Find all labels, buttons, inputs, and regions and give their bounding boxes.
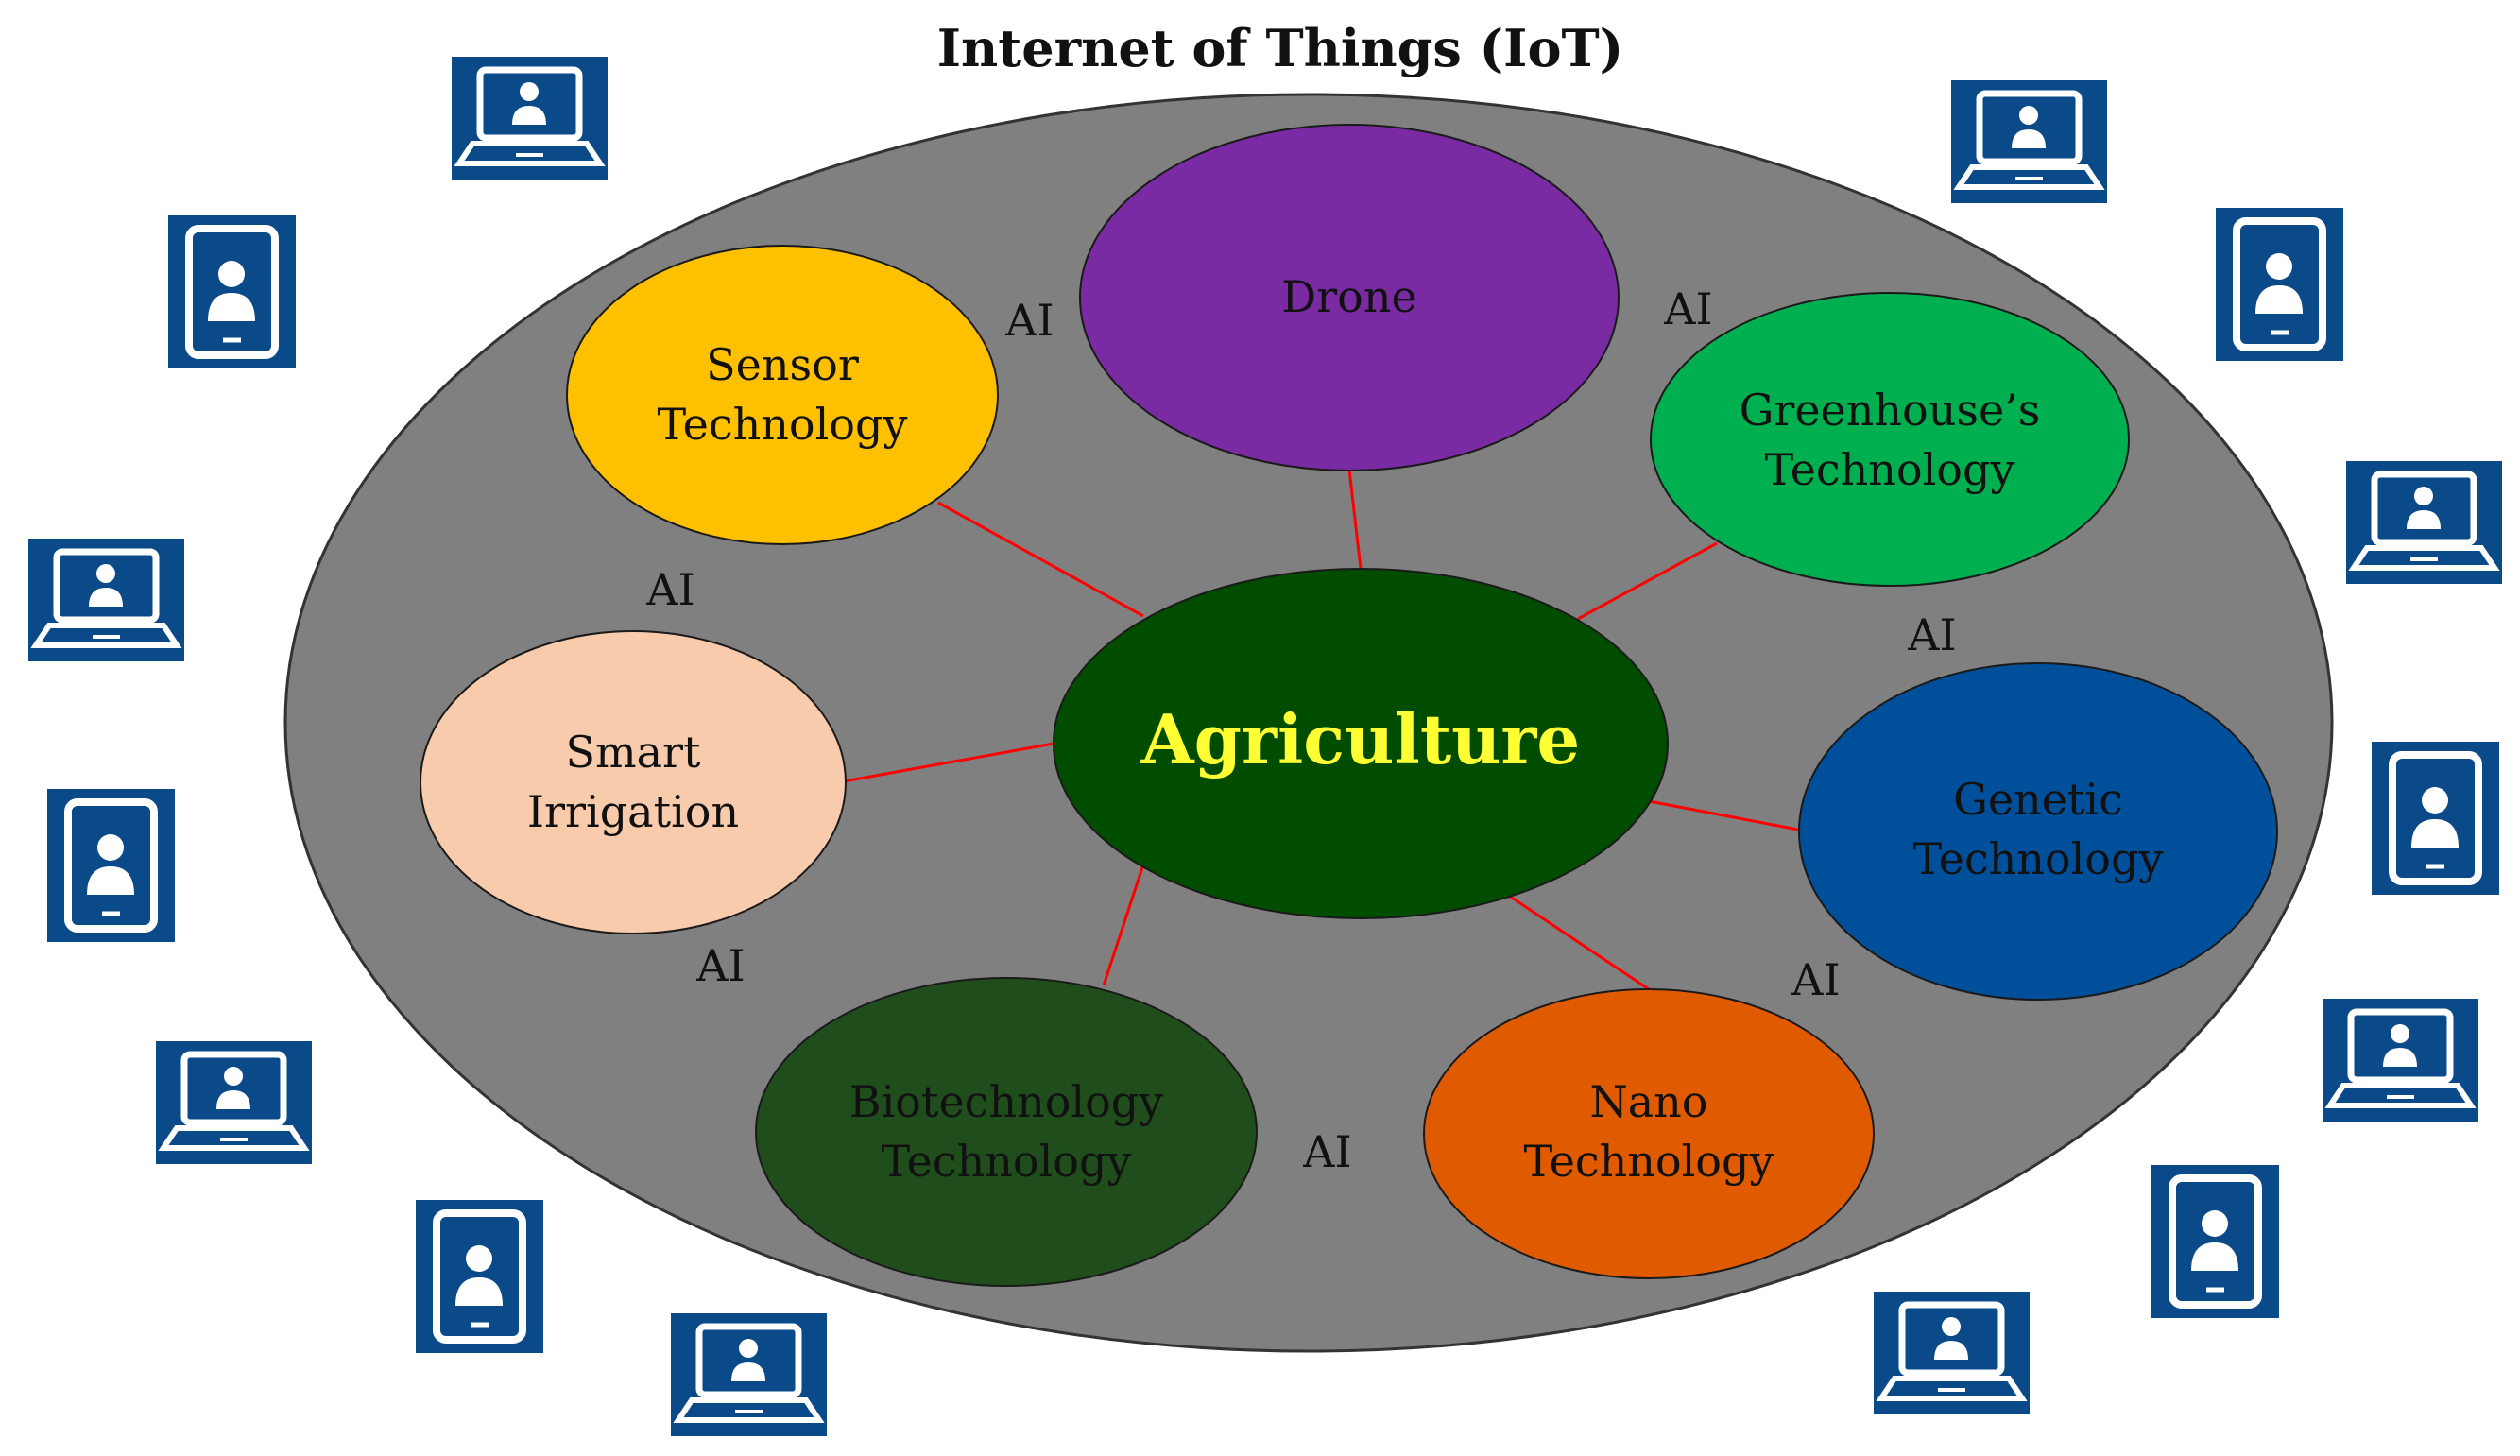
node-ellipse [755,977,1258,1287]
ai-label: AI [695,940,745,991]
laptop-icon [671,1313,827,1436]
node-ellipse [1423,988,1875,1279]
node-label-line: Drone [1281,271,1416,322]
tablet-icon [2372,742,2499,895]
laptop-icon [1874,1292,2030,1414]
node-label-line: Smart [565,727,701,778]
center-node-agriculture: Agriculture [1053,568,1669,919]
node-ellipse [1650,292,2130,587]
node-label-line: Genetic [1953,774,2123,825]
connector-line [1347,469,1363,570]
center-label: Agriculture [1140,699,1580,779]
node-drone: Drone [1079,124,1620,471]
connector-line [1648,799,1799,831]
ai-label: AI [1907,609,1956,660]
ai-label: AI [1302,1126,1351,1177]
laptop-icon [156,1041,312,1164]
connector-lines [843,469,1799,991]
node-label-line: Greenhouse’s [1740,385,2041,436]
node-ellipse [1798,662,2278,1001]
node-label-line: Technology [882,1136,1132,1187]
ai-labels: AIAIAIAIAIAIAIAI [645,283,1956,1177]
ai-label: AI [645,564,694,615]
tablet-icon [168,215,296,368]
node-label-line: Technology [658,399,908,450]
node-label-line: Technology [1913,833,2164,884]
connector-line [1577,541,1718,621]
laptop-icon [2346,461,2502,584]
ai-label: AI [1791,954,1840,1005]
ai-label: AI [1004,295,1054,346]
diagram-title: Internet of Things (IoT) [937,18,1623,78]
center-ellipse [1053,568,1669,919]
node-label-line: Nano [1590,1076,1708,1127]
laptop-icon [28,539,184,661]
node-label-line: Biotechnology [849,1076,1163,1127]
node-label-line: Technology [1524,1136,1774,1187]
connector-line [937,501,1144,618]
node-label-line: Irrigation [527,786,739,837]
connector-line [1102,864,1145,986]
laptop-icon [2323,999,2478,1122]
connector-line [843,742,1054,783]
laptop-icon [1951,80,2107,203]
node-ellipse [566,245,999,545]
connector-line [1497,886,1650,991]
tablet-icon [47,789,175,942]
tablet-icon [416,1200,543,1353]
node-label-line: Sensor [706,339,859,390]
node-label-line: Technology [1765,444,2015,495]
tablet-icon [2216,208,2343,361]
node-ellipse [1079,124,1620,471]
ai-label: AI [1663,283,1712,334]
node-ellipse [420,630,847,934]
tablet-icon [2151,1165,2279,1318]
device-icons [28,57,2502,1436]
laptop-icon [452,57,608,180]
